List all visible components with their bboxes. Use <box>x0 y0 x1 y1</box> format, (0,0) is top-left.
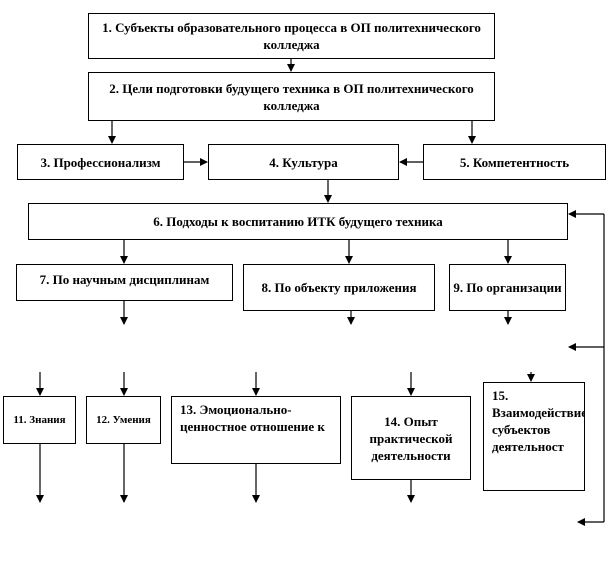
box-by-object: 8. По объекту приложения <box>243 264 435 311</box>
box-culture: 4. Культура <box>208 144 399 180</box>
box-skills: 12. Умения <box>86 396 161 444</box>
box-emotional-value: 13. Эмоционально-ценностное отношение к <box>171 396 341 464</box>
box-practical-experience: 14. Опыт практической деятельности <box>351 396 471 480</box>
box-subjects: 1. Субъекты образовательного процесса в … <box>88 13 495 59</box>
box-professionalism: 3. Профессионализм <box>17 144 184 180</box>
box-by-organization: 9. По организации <box>449 264 566 311</box>
box-interaction: 15. Взаимодействие субъектов деятельност <box>483 382 585 491</box>
box-knowledge: 11. Знания <box>3 396 76 444</box>
box-goals: 2. Цели подготовки будущего техника в ОП… <box>88 72 495 121</box>
box-approaches: 6. Подходы к воспитанию ИТК будущего тех… <box>28 203 568 240</box>
box-by-disciplines: 7. По научным дисциплинам <box>16 264 233 301</box>
box-competence: 5. Компетентность <box>423 144 606 180</box>
